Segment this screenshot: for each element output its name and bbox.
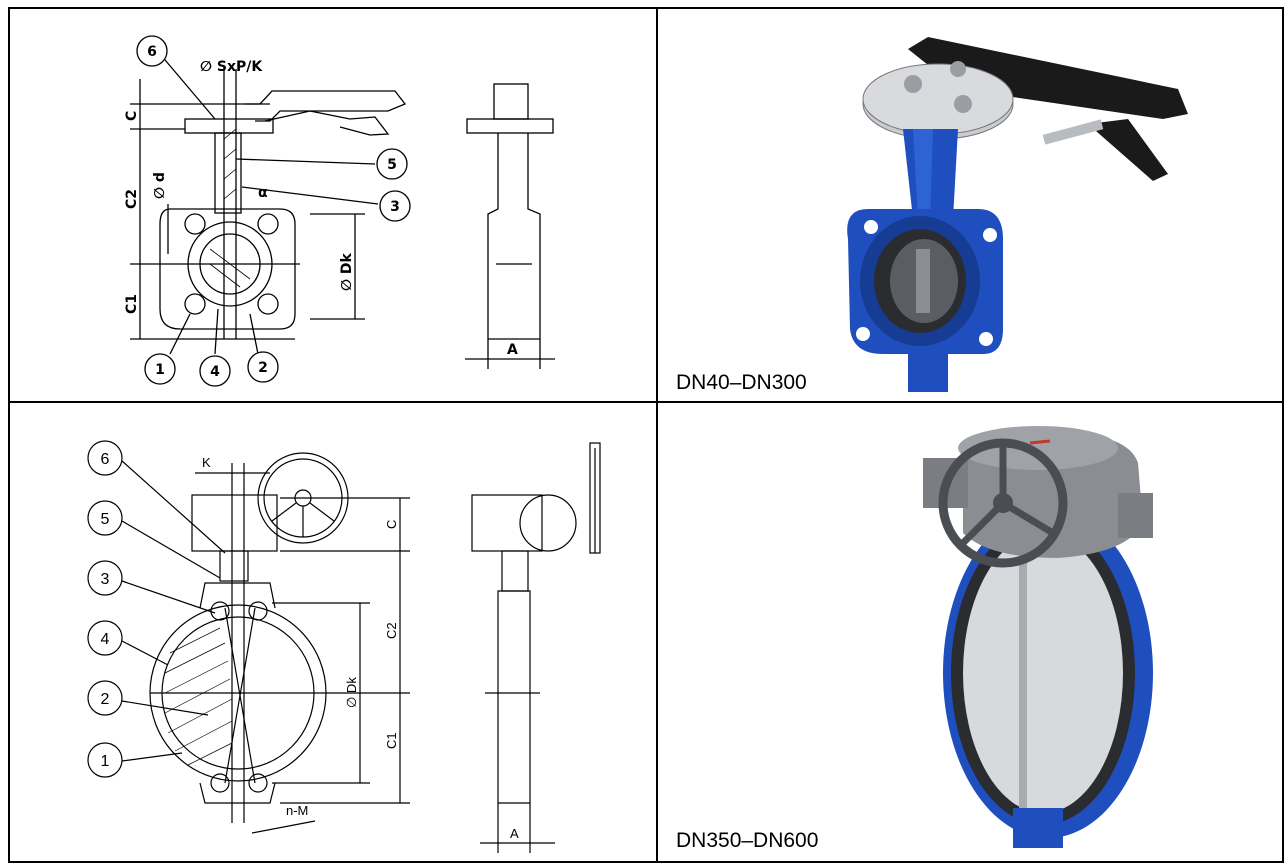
callout-6: 6: [147, 44, 157, 60]
dim-c2-label: C2: [124, 189, 140, 209]
gear-valve-render-svg: [923, 426, 1153, 848]
dim-nm-label: n-M: [286, 803, 308, 818]
callout-4: 4: [101, 631, 110, 648]
lever-valve-render-svg: [847, 37, 1188, 392]
grid-divider-vertical: [656, 9, 658, 861]
dim-c1-label: C1: [124, 294, 140, 314]
dim-dk-label: ∅ Dk: [339, 253, 355, 291]
dim-a-label: A: [507, 342, 518, 358]
dim-k-label: K: [202, 455, 211, 470]
dim-c2-label: C2: [384, 622, 399, 639]
dim-a-label: A: [510, 826, 519, 841]
dim-c-label: C: [124, 111, 140, 121]
callout-3: 3: [390, 199, 400, 215]
gear-valve-render: DN350–DN600: [658, 403, 1282, 861]
caption-dn40-dn300: DN40–DN300: [676, 371, 807, 394]
dim-c1-label: C1: [384, 732, 399, 749]
callout-6: 6: [101, 451, 110, 468]
callout-5: 5: [101, 511, 110, 528]
callout-4: 4: [210, 364, 220, 380]
callout-1: 1: [155, 362, 165, 378]
lever-valve-render: DN40–DN300: [658, 9, 1282, 401]
dim-stem-label: ∅ SxP/K: [200, 59, 263, 75]
grid-divider-horizontal: [10, 401, 1282, 403]
dim-c-label: C: [384, 520, 399, 529]
gear-valve-drawing-svg: 6 5 3 4 2 1 K C C2 C1 ∅ Dk n-M A: [87, 440, 601, 853]
callout-1: 1: [101, 753, 110, 770]
lever-valve-drawing-svg: 6 5 3 1 4 2 ∅ SxP/K C C2 C1 ∅ d α ∅ Dk A: [124, 35, 555, 387]
dim-d-label: ∅ d: [152, 172, 168, 199]
callout-2: 2: [101, 691, 110, 708]
dim-dk-label: ∅ Dk: [344, 677, 359, 708]
callout-2: 2: [258, 360, 268, 376]
callout-3: 3: [101, 571, 110, 588]
dim-alpha-label: α: [258, 185, 268, 201]
gear-valve-drawing: 6 5 3 4 2 1 K C C2 C1 ∅ Dk n-M A: [10, 403, 656, 861]
figure-grid: 6 5 3 1 4 2 ∅ SxP/K C C2 C1 ∅ d α ∅ Dk A: [8, 7, 1284, 863]
lever-valve-drawing: 6 5 3 1 4 2 ∅ SxP/K C C2 C1 ∅ d α ∅ Dk A: [10, 9, 656, 401]
caption-dn350-dn600: DN350–DN600: [676, 829, 819, 852]
callout-5: 5: [387, 157, 397, 173]
